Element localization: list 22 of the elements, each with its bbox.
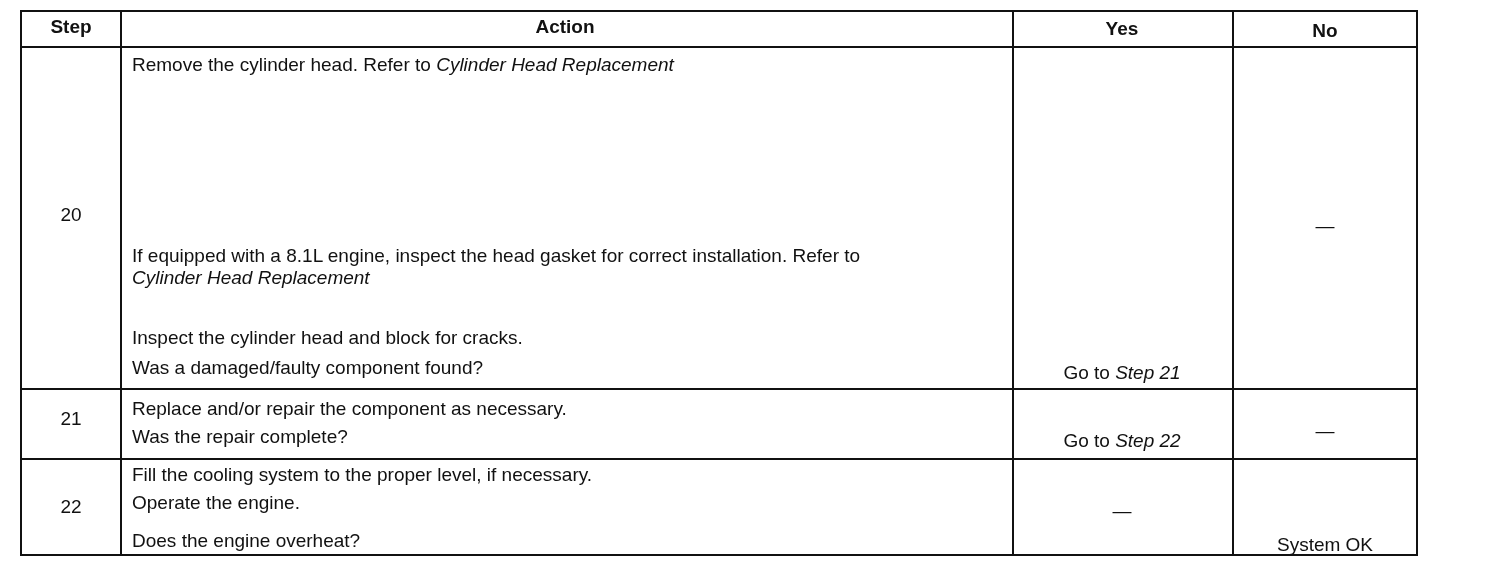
action-text: If equipped with a 8.1L engine, inspect the head gasket for correct installation. Refer to Cylinder Head Replacement: [132, 245, 862, 289]
result-text: —: [1314, 215, 1336, 237]
action-text: Inspect the cylinder head and block for cracks.: [132, 327, 524, 349]
action-text: Remove the cylinder head. Refer to Cylinder Head Replacement: [132, 54, 676, 76]
step-number: 20: [59, 204, 83, 226]
action-text: Operate the engine.: [132, 492, 301, 514]
action-text: Fill the cooling system to the proper level, if necessary.: [132, 464, 594, 486]
step-number: 22: [59, 496, 83, 518]
action-text: Does the engine overheat?: [132, 530, 362, 552]
step-number: 21: [59, 408, 83, 430]
column-header: Action: [534, 16, 596, 38]
result-text: Go to Step 21: [1062, 362, 1182, 384]
column-header: Step: [49, 16, 93, 38]
result-text: —: [1111, 500, 1133, 522]
result-text: System OK: [1275, 534, 1375, 556]
action-text: Was a damaged/faulty component found?: [132, 357, 485, 379]
column-header: No: [1311, 20, 1339, 42]
result-text: —: [1314, 420, 1336, 442]
result-text: Go to Step 22: [1062, 430, 1182, 452]
action-text: Was the repair complete?: [132, 426, 349, 448]
action-text: Replace and/or repair the component as necessary.: [132, 398, 568, 420]
column-header: Yes: [1104, 18, 1140, 40]
